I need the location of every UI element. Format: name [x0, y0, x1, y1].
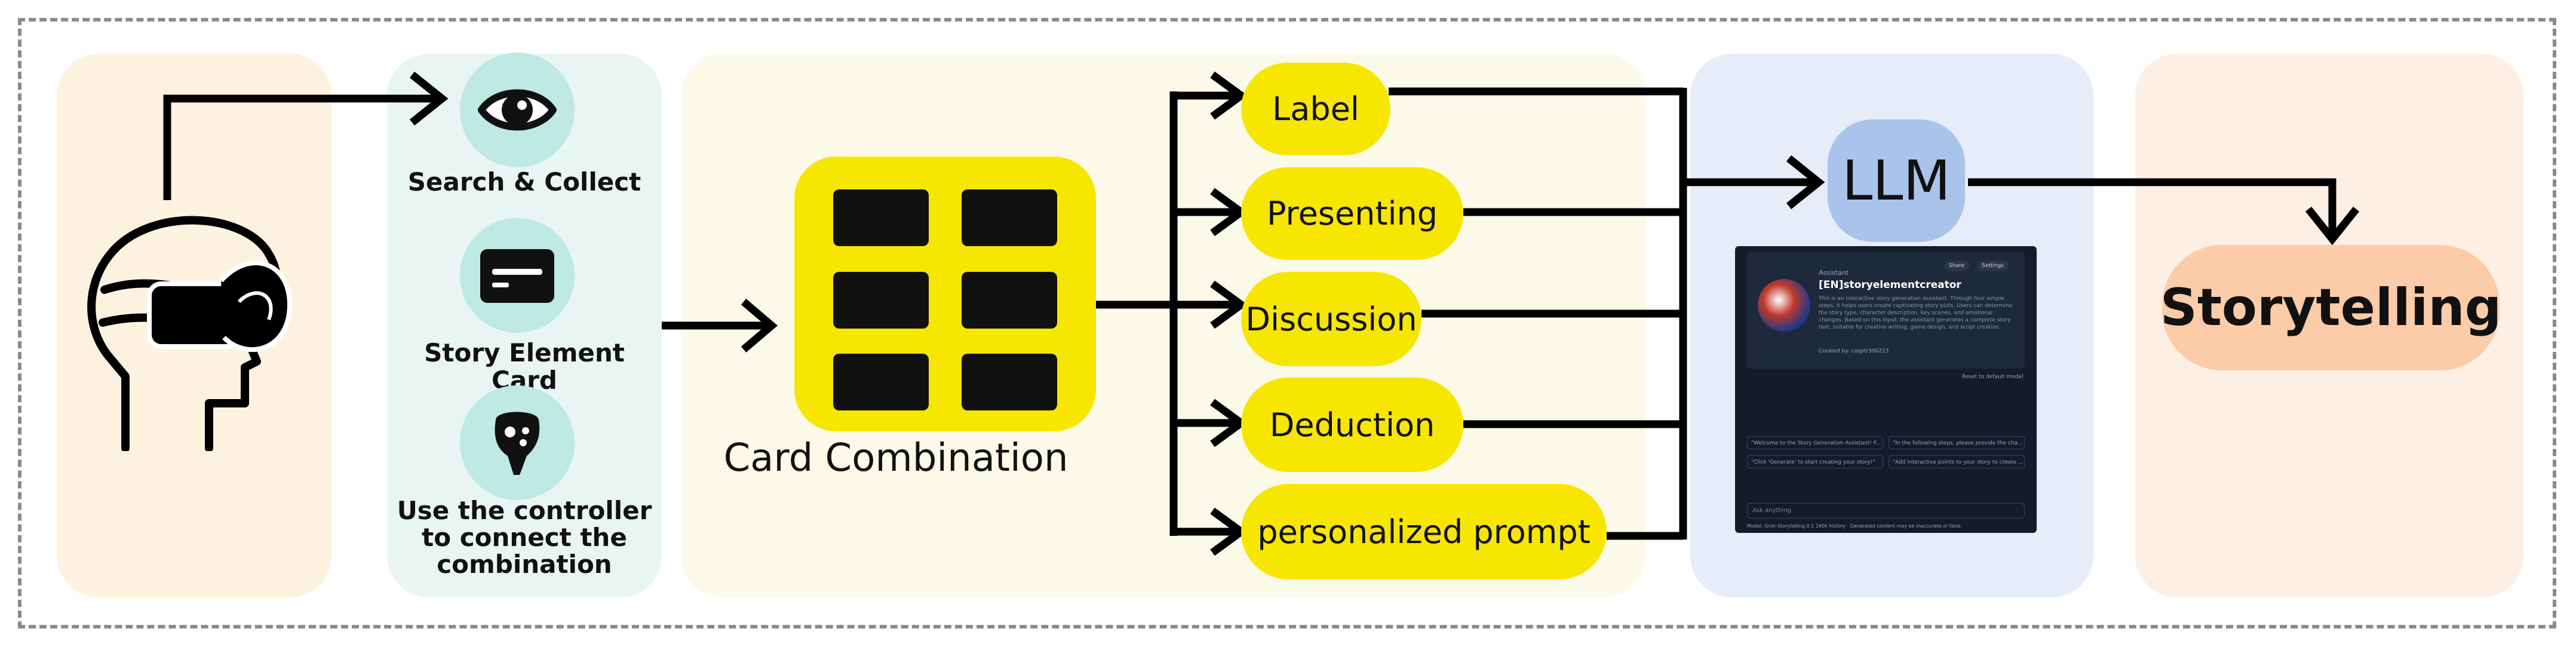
vr-headset-user-icon — [87, 216, 293, 451]
card-slot — [833, 354, 929, 410]
arrow-llm-to-storytelling — [1968, 178, 2336, 236]
reset-model-link[interactable]: Reset to default model — [1962, 374, 2024, 380]
controller-label-line-2: to connect the — [422, 523, 627, 552]
arrowhead-search — [409, 71, 449, 126]
card-slot — [962, 354, 1057, 410]
story-card-label: Story Element Card — [424, 338, 625, 395]
controller-label-line-1: Use the controller — [397, 496, 652, 525]
llm-node: LLM — [1828, 119, 1965, 242]
arrow-vr-to-search — [163, 94, 439, 200]
assistant-screenshot: Assistant [EN]storyelementcreator This i… — [1735, 246, 2037, 533]
controller-icon — [495, 412, 540, 475]
storytelling-node: Storytelling — [2160, 245, 2501, 370]
card-slot — [833, 272, 929, 329]
model-footer: Model: Grok-Storytelling 0.1 180k histor… — [1747, 523, 1963, 529]
assistant-name: [EN]storyelementcreator — [1819, 279, 1961, 291]
eye-icon — [478, 89, 557, 131]
arrowhead-cards — [741, 299, 778, 352]
assistant-info-card: Assistant [EN]storyelementcreator This i… — [1747, 252, 2025, 369]
branch-personalized-prompt: personalized prompt — [1241, 484, 1607, 580]
search-collect-label: Search & Collect — [407, 167, 641, 197]
search-collect-circle — [460, 53, 575, 167]
controller-circle — [460, 385, 575, 500]
diagram-frame — [18, 18, 2556, 628]
chat-input[interactable]: Ask anything — [1747, 503, 2025, 519]
branch-presenting: Presenting — [1241, 167, 1463, 260]
card-combination-label: Card Combination — [723, 436, 1069, 480]
settings-button[interactable]: Settings — [1977, 260, 2009, 271]
card-slot — [962, 189, 1057, 246]
branch-label: Label — [1241, 63, 1390, 155]
assistant-creator: Created by: cosptr300223 — [1819, 348, 1889, 354]
suggestion-chip[interactable]: "Welcome to the Story Generation Assista… — [1747, 436, 1883, 449]
card-slot — [833, 189, 929, 246]
suggestion-chip[interactable]: "In the following steps, please provide … — [1889, 436, 2025, 449]
assistant-avatar — [1758, 279, 1810, 332]
suggestion-chip[interactable]: "Click 'Generate' to start creating your… — [1747, 455, 1883, 468]
share-button[interactable]: Share — [1944, 260, 1969, 271]
story-card-circle — [460, 218, 575, 333]
branch-deduction: Deduction — [1241, 378, 1463, 472]
card-combination-grid — [794, 157, 1096, 431]
assistant-role: Assistant — [1819, 269, 1849, 277]
controller-label-line-3: combination — [437, 550, 612, 579]
card-icon — [480, 249, 554, 303]
assistant-description: This is an interactive story generation … — [1819, 296, 2013, 330]
branch-discussion: Discussion — [1241, 272, 1421, 366]
card-slot — [962, 272, 1057, 329]
suggestion-chip[interactable]: "Add interactive points to your story to… — [1889, 455, 2025, 468]
